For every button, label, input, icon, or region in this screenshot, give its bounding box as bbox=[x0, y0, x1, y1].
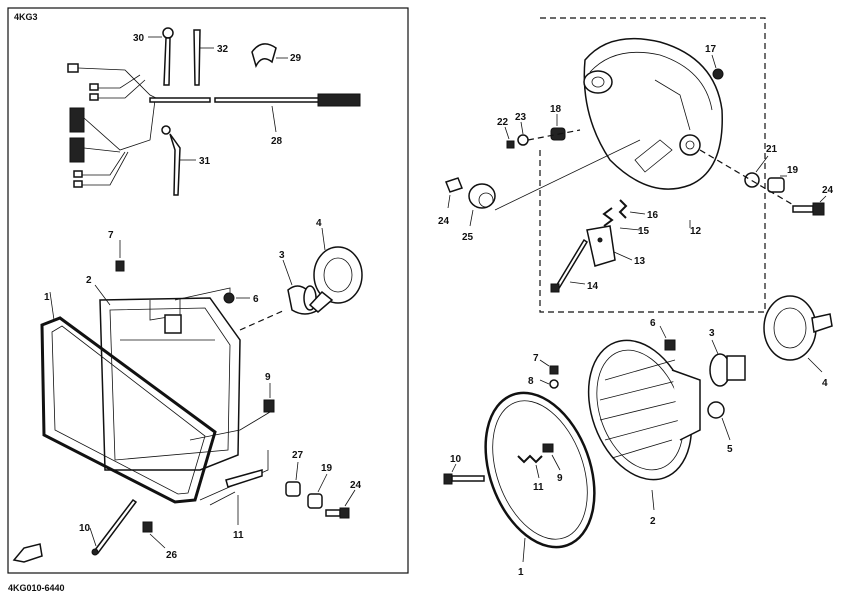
label-23: 23 bbox=[515, 112, 527, 123]
label-9-right: 9 bbox=[557, 473, 563, 484]
label-8-right: 8 bbox=[528, 376, 534, 387]
top-code-label: 4KG3 bbox=[14, 12, 38, 22]
collar-19: 19 bbox=[767, 165, 799, 193]
socket-4-left: 4 bbox=[308, 218, 363, 313]
label-20: 25 bbox=[462, 232, 474, 243]
label-19-top: 19 bbox=[787, 165, 799, 176]
bottom-code-label: 4KG010-6440 bbox=[8, 583, 65, 593]
label-22: 22 bbox=[497, 117, 509, 128]
label-29: 29 bbox=[290, 53, 302, 64]
socket-4-right: 4 bbox=[763, 295, 833, 389]
label-17: 17 bbox=[705, 44, 717, 55]
wire-harness bbox=[67, 63, 361, 188]
label-28: 28 bbox=[271, 136, 283, 147]
bolt-24-top: 24 bbox=[792, 185, 834, 216]
label-26-left: 26 bbox=[166, 550, 178, 561]
rim-1: 1 bbox=[40, 291, 217, 504]
label-14: 14 bbox=[587, 281, 599, 292]
grommet-6-left: 6 bbox=[223, 292, 259, 305]
bulb-3-left: 3 bbox=[279, 250, 319, 315]
front-arrow-icon bbox=[12, 543, 43, 563]
left-panel: 4KG3 4KG010-6440 30 bbox=[7, 7, 409, 593]
band-30: 30 bbox=[133, 27, 174, 86]
label-7-left: 7 bbox=[108, 230, 114, 241]
bush-27-left: 27 bbox=[285, 450, 304, 497]
label-2-left: 2 bbox=[86, 275, 92, 286]
label-30: 30 bbox=[133, 33, 145, 44]
label-15: 15 bbox=[638, 226, 650, 237]
label-25: 24 bbox=[438, 216, 450, 227]
screw-7-right: 7 bbox=[533, 353, 559, 375]
label-11-left: 11 bbox=[233, 530, 244, 541]
label-9-left: 9 bbox=[265, 372, 271, 383]
nut-9-right: 9 bbox=[542, 443, 563, 484]
bracket-13: 13 bbox=[586, 225, 646, 267]
grommet-20: 25 bbox=[462, 183, 496, 243]
label-11-right: 11 bbox=[533, 482, 544, 493]
label-24-top: 24 bbox=[822, 185, 834, 196]
rectangular-headlight-unit bbox=[99, 297, 241, 471]
label-13: 13 bbox=[634, 256, 646, 267]
grommet-6-right: 6 bbox=[650, 318, 676, 351]
rim-1-right: 1 bbox=[484, 391, 596, 578]
label-31: 31 bbox=[199, 156, 211, 167]
right-top-group: 17 22 23 18 24 25 bbox=[438, 17, 834, 313]
label-32: 32 bbox=[217, 44, 229, 55]
screw-22: 22 bbox=[497, 117, 515, 149]
label-2-right: 2 bbox=[650, 516, 656, 527]
label-10-left: 10 bbox=[79, 523, 91, 534]
label-4-right: 4 bbox=[822, 378, 828, 389]
right-bottom-group: 2 1 6 3 4 bbox=[443, 295, 833, 578]
label-6-right: 6 bbox=[650, 318, 656, 329]
dashed-group-border bbox=[539, 17, 766, 313]
grommet-17: 17 bbox=[705, 44, 724, 80]
label-6-left: 6 bbox=[253, 294, 259, 305]
collar-19-left: 19 bbox=[307, 463, 333, 509]
band-31: 31 bbox=[161, 125, 211, 196]
nut-9-left: 9 bbox=[263, 372, 275, 413]
grommet-5-right: 5 bbox=[707, 401, 733, 455]
washer-8-right: 8 bbox=[528, 376, 559, 389]
label-24-left: 24 bbox=[350, 480, 362, 491]
left-panel-frame bbox=[7, 7, 409, 574]
adjuster-11-right: 11 bbox=[517, 454, 544, 493]
label-12: 12 bbox=[690, 226, 702, 237]
label-3-right: 3 bbox=[709, 328, 715, 339]
label-1-left: 1 bbox=[44, 292, 50, 303]
adjuster-11-left: 11 bbox=[199, 450, 269, 541]
bolt-24-left: 24 bbox=[325, 480, 362, 519]
bulb-3-right: 3 bbox=[709, 328, 746, 387]
label-3-left: 3 bbox=[279, 250, 285, 261]
screw-7-left: 7 bbox=[108, 230, 125, 272]
clip-29: 29 bbox=[251, 43, 302, 69]
label-7-right: 7 bbox=[533, 353, 539, 364]
lens-unit-2: 2 bbox=[587, 339, 701, 527]
label-21: 21 bbox=[766, 144, 778, 155]
label-4-left: 4 bbox=[316, 218, 322, 229]
band-32: 32 bbox=[193, 29, 229, 86]
label-1-right: 1 bbox=[518, 567, 524, 578]
screw-10-left: 10 bbox=[79, 498, 138, 556]
nut-25: 24 bbox=[438, 177, 463, 227]
label-12-group: 12 bbox=[689, 220, 702, 237]
label-5-right: 5 bbox=[727, 444, 733, 455]
screw-26-left: 26 bbox=[142, 521, 178, 561]
spring-15: 15 bbox=[602, 207, 650, 237]
spring-16: 16 bbox=[618, 199, 659, 221]
label-19-left: 19 bbox=[321, 463, 333, 474]
screw-10-right: 10 bbox=[443, 454, 485, 485]
label-16: 16 bbox=[647, 210, 659, 221]
screw-14: 14 bbox=[550, 238, 599, 293]
label-18: 18 bbox=[550, 104, 562, 115]
label-27-left: 27 bbox=[292, 450, 304, 461]
label-10-right: 10 bbox=[450, 454, 462, 465]
headlight-body bbox=[583, 37, 723, 190]
